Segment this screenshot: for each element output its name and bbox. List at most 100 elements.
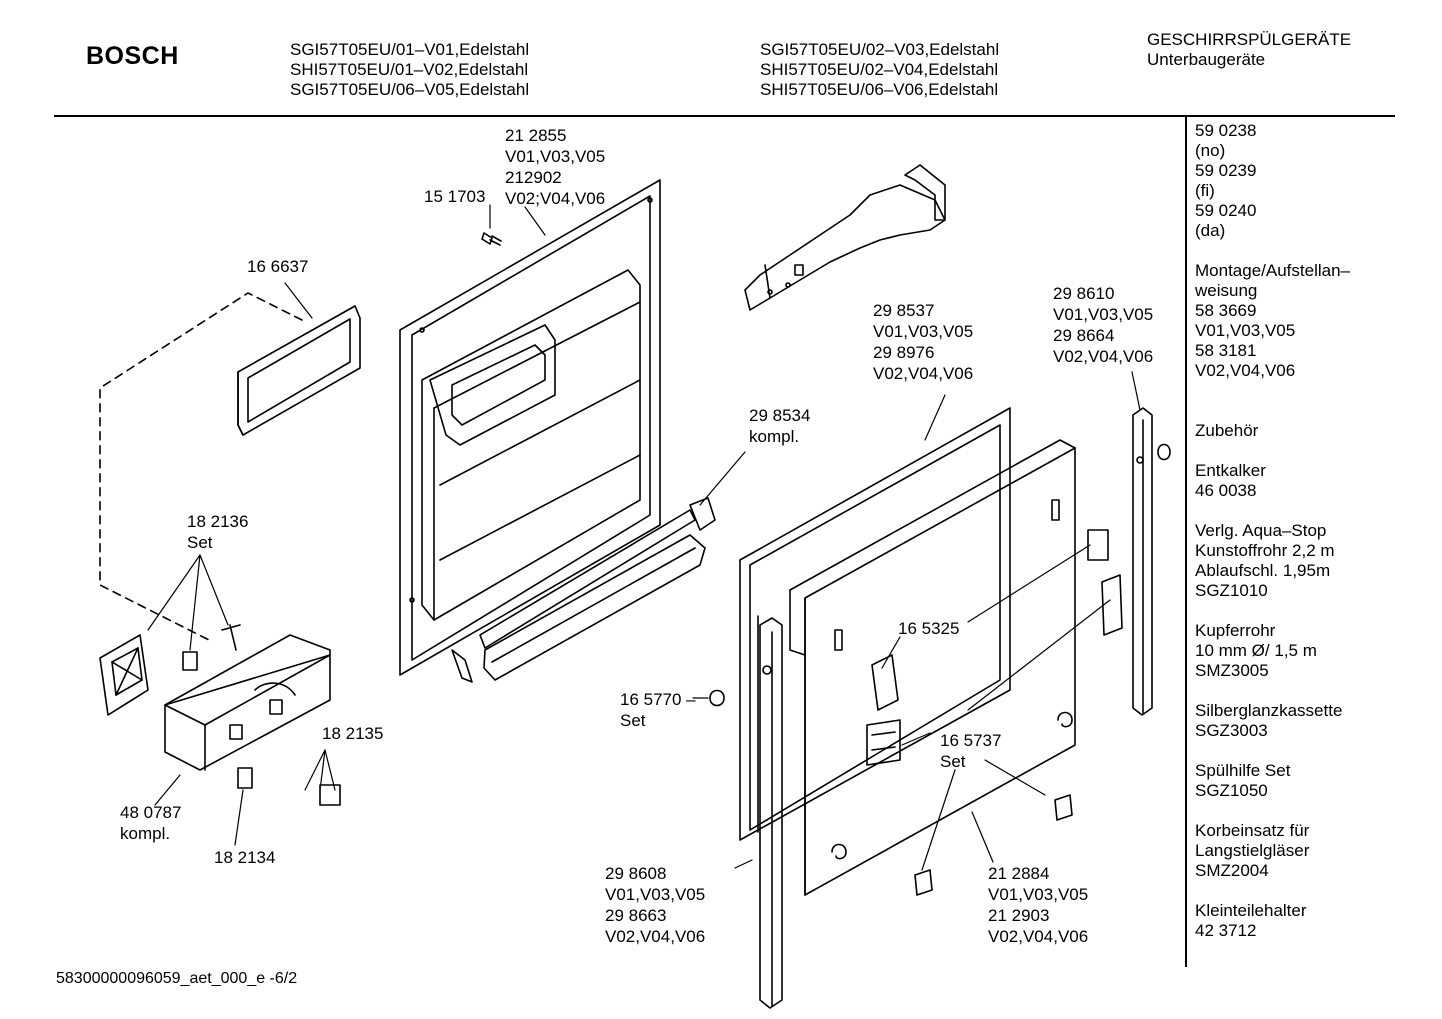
sidebar-line: Korbeinsatz für: [1195, 821, 1310, 840]
screw-151703: [481, 232, 502, 246]
label-part-298608: 29 8608 V01,V03,V05 29 8663 V02,V04,V06: [605, 863, 705, 947]
label-part-298534: 29 8534 kompl.: [749, 405, 810, 447]
sidebar-block-aquastop: Verlg. Aqua–Stop Kunstoffrohr 2,2 m Abla…: [1195, 521, 1350, 601]
sidebar-line: Zubehör: [1195, 421, 1259, 440]
label-part-165325: 16 5325: [898, 618, 959, 639]
label-part-182134: 18 2134: [214, 847, 275, 868]
sidebar-block-copper-pipe: Kupferrohr 10 mm Ø/ 1,5 m SMZ3005: [1195, 621, 1350, 681]
part-label-line: Set: [620, 711, 646, 730]
outer-door-panel-298537: [739, 407, 1011, 841]
accessory-sidebar: 59 0238 (no) 59 0239 (fi) 59 0240 (da) M…: [1195, 121, 1350, 961]
model-line: SGI57T05EU/02–V03,Edelstahl: [760, 40, 1000, 59]
part-label-line: 18 2136: [187, 512, 249, 531]
category-heading: GESCHIRRSPÜLGERÄTE Unterbaugeräte: [1147, 30, 1351, 70]
category-subtitle: Unterbaugeräte: [1147, 50, 1266, 69]
sidebar-line: Kunstoffrohr 2,2 m: [1195, 541, 1335, 560]
sidebar-line: SGZ1050: [1195, 781, 1268, 800]
part-label-line: 18 2134: [214, 848, 276, 867]
sidebar-line: 59 0238: [1195, 121, 1257, 140]
sidebar-line: Montage/Aufstellan–: [1195, 261, 1350, 280]
model-line: SHI57T05EU/01–V02,Edelstahl: [290, 60, 529, 79]
part-label-line: V02,V04,V06: [873, 364, 974, 383]
sidebar-line: 10 mm Ø/ 1,5 m: [1195, 641, 1317, 660]
sidebar-line: SMZ2004: [1195, 861, 1269, 880]
part-label-line: Set: [187, 533, 213, 552]
bracket-165737: [866, 719, 901, 766]
assembly-dash-line: [99, 292, 303, 643]
clip-165325: [871, 529, 1123, 711]
sidebar-line: Spülhilfe Set: [1195, 761, 1291, 780]
part-label-line: 29 8610: [1053, 284, 1115, 303]
sidebar-line: SGZ1010: [1195, 581, 1268, 600]
side-trim-298610: [1132, 407, 1153, 716]
leader-lines: [147, 204, 1141, 871]
end-cap: [1157, 443, 1171, 461]
part-label-line: 21 2884: [988, 864, 1050, 883]
sidebar-line: Entkalker: [1195, 461, 1266, 480]
document-code: 58300000096059_aet_000_e -6/2: [56, 970, 298, 987]
model-line: SHI57T05EU/06–V06,Edelstahl: [760, 80, 999, 99]
sidebar-line: 42 3712: [1195, 921, 1257, 940]
hinge-bracket: [744, 164, 946, 311]
part-label-line: 16 6637: [247, 257, 309, 276]
sidebar-line: Verlg. Aqua–Stop: [1195, 521, 1327, 540]
sidebar-block-small-parts-holder: Kleinteilehalter 42 3712: [1195, 901, 1350, 941]
brand-logo: BOSCH: [86, 42, 179, 70]
label-part-182136: 18 2136 Set: [187, 511, 248, 553]
part-label-line: V02,V04,V06: [988, 927, 1089, 946]
label-part-212884: 21 2884 V01,V03,V05 21 2903 V02,V04,V06: [988, 863, 1088, 947]
model-list-left: SGI57T05EU/01–V01,Edelstahl SHI57T05EU/0…: [290, 40, 529, 100]
sidebar-line: SMZ3005: [1195, 661, 1269, 680]
sidebar-block-rinse-aid: Spülhilfe Set SGZ1050: [1195, 761, 1350, 801]
label-part-298610: 29 8610 V01,V03,V05 29 8664 V02,V04,V06: [1053, 283, 1153, 367]
sidebar-line: 58 3669: [1195, 301, 1257, 320]
part-label-line: V02,V04,V06: [605, 927, 706, 946]
sidebar-line: weisung: [1195, 281, 1258, 300]
sidebar-line: 59 0240: [1195, 201, 1257, 220]
model-line: SGI57T05EU/06–V05,Edelstahl: [290, 80, 530, 99]
part-label-line: 29 8608: [605, 864, 667, 883]
sidebar-line: 46 0038: [1195, 481, 1257, 500]
model-list-right: SGI57T05EU/02–V03,Edelstahl SHI57T05EU/0…: [760, 40, 999, 100]
part-label-line: V01,V03,V05: [605, 885, 706, 904]
sidebar-line: Kleinteilehalter: [1195, 901, 1307, 920]
label-part-166637: 16 6637: [247, 256, 308, 277]
sidebar-line: 58 3181: [1195, 341, 1257, 360]
part-label-line: 16 5770 –: [620, 690, 696, 709]
sidebar-divider: [1185, 117, 1187, 967]
label-part-212855: 21 2855 V01,V03,V05 212902 V02;V04,V06: [505, 125, 605, 209]
label-part-298537: 29 8537 V01,V03,V05 29 8976 V02,V04,V06: [873, 300, 973, 384]
gasket-frame-166637: [237, 305, 361, 436]
label-part-165770: 16 5770 – Set: [620, 689, 696, 731]
label-part-182135: 18 2135: [322, 723, 383, 744]
sidebar-line: SGZ3003: [1195, 721, 1268, 740]
part-label-line: 29 8663: [605, 906, 667, 925]
part-label-line: V02,V04,V06: [1053, 347, 1154, 366]
part-label-line: 16 5325: [898, 619, 960, 638]
sidebar-block-accessories-heading: Zubehör: [1195, 421, 1350, 441]
part-label-line: 21 2903: [988, 906, 1050, 925]
bottom-strip-298534: [451, 497, 716, 683]
part-label-line: V01,V03,V05: [873, 322, 974, 341]
label-part-480787: 48 0787 kompl.: [120, 802, 181, 844]
part-label-line: Set: [940, 752, 966, 771]
control-panel-480787: [164, 634, 331, 771]
sidebar-block-descaler: Entkalker 46 0038: [1195, 461, 1350, 501]
part-label-line: 18 2135: [322, 724, 384, 743]
part-label-line: V01,V03,V05: [1053, 305, 1154, 324]
model-line: SHI57T05EU/02–V04,Edelstahl: [760, 60, 999, 79]
sidebar-line: Ablaufschl. 1,95m: [1195, 561, 1331, 580]
sidebar-block-silver-cassette: Silberglanzkassette SGZ3003: [1195, 701, 1350, 741]
part-label-line: 212902: [505, 168, 562, 187]
part-label-line: V01,V03,V05: [505, 147, 606, 166]
part-label-line: 15 1703: [424, 187, 486, 206]
model-line: SGI57T05EU/01–V01,Edelstahl: [290, 40, 530, 59]
sidebar-line: (da): [1195, 221, 1226, 240]
sidebar-line: Silberglanzkassette: [1195, 701, 1343, 720]
part-label-line: 29 8534: [749, 406, 811, 425]
label-part-165737: 16 5737 Set: [940, 730, 1001, 772]
sidebar-line: 59 0239: [1195, 161, 1257, 180]
sidebar-line: Kupferrohr: [1195, 621, 1276, 640]
part-label-line: kompl.: [120, 824, 171, 843]
